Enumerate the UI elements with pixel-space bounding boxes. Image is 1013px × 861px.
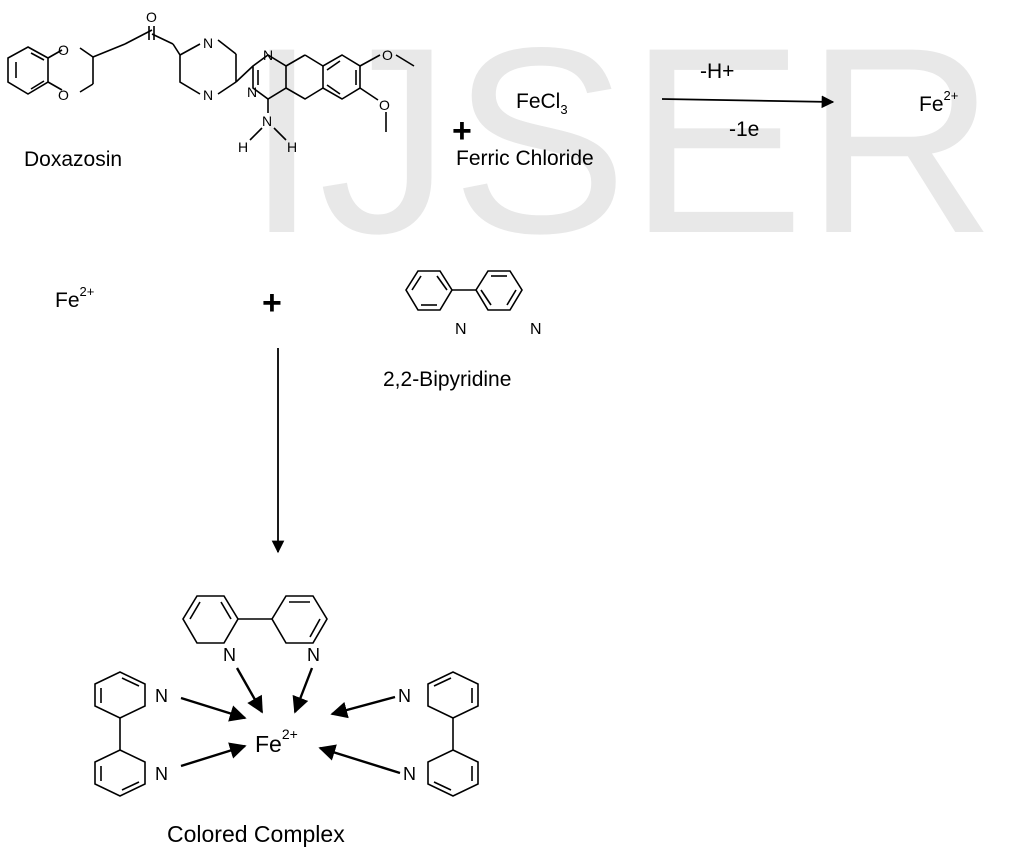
fe-charge: 2+ [80, 284, 95, 299]
doxazosin-label: Doxazosin [24, 148, 122, 171]
complex-bipy-right [427, 671, 479, 797]
complex-atom-n: N [223, 645, 236, 665]
atom-o: O [382, 47, 393, 63]
fe-symbol: Fe [919, 93, 944, 116]
bipy-atom-n: N [455, 321, 467, 338]
complex-atom-n: N [155, 764, 168, 784]
colored-complex-label: Colored Complex [167, 821, 345, 847]
fe2-ion: Fe2+ [55, 284, 94, 312]
fe-symbol: Fe [55, 289, 80, 312]
atom-n: N [262, 113, 272, 129]
bipyridine-label: 2,2-Bipyridine [383, 368, 511, 391]
reaction-arrow-1 [661, 95, 835, 109]
bipy-atom-n: N [530, 321, 542, 338]
fecl3-formula: FeCl3 [516, 90, 568, 117]
coord-arrow [180, 696, 247, 722]
ferric-chloride-label: Ferric Chloride [456, 147, 594, 170]
coord-arrow [292, 667, 314, 714]
complex-fe2-center: Fe2+ [255, 726, 298, 757]
fecl3-subscript: 3 [560, 102, 567, 117]
atom-n: N [203, 35, 213, 51]
atom-o: O [379, 97, 390, 113]
bipyridine-structure [405, 270, 523, 311]
atom-h: H [287, 139, 297, 155]
atom-n: N [263, 47, 273, 63]
atom-o: O [58, 87, 69, 103]
coordination-arrows [180, 667, 401, 775]
atom-o: O [146, 9, 157, 25]
complex-bipy-left [94, 671, 146, 797]
fecl3-main: FeCl [516, 90, 560, 113]
atom-n: N [247, 84, 257, 100]
complex-atom-n: N [403, 764, 416, 784]
fe-charge: 2+ [282, 726, 298, 742]
arrow-label-top: -H+ [700, 60, 734, 83]
complex-bipy-top [182, 595, 328, 644]
coord-arrow [330, 695, 396, 719]
watermark-text: IJSER [245, 0, 996, 289]
plus-sign-1: + [452, 112, 472, 150]
doxazosin-structure [7, 26, 415, 141]
fe2-product: Fe2+ [919, 88, 958, 116]
coord-arrow [235, 667, 264, 714]
doxazosin-atoms: O O O N N N N O O N H H [58, 9, 393, 155]
complex-atom-n: N [307, 645, 320, 665]
plus-sign-2: + [262, 284, 282, 322]
atom-o: O [58, 42, 69, 58]
fe-symbol: Fe [255, 731, 282, 757]
arrow-label-bottom: -1e [729, 118, 759, 141]
atom-h: H [238, 139, 248, 155]
fe-charge: 2+ [944, 88, 959, 103]
coord-arrow [318, 744, 401, 775]
atom-n: N [203, 87, 213, 103]
complex-atom-n: N [155, 686, 168, 706]
complex-atom-n: N [398, 686, 411, 706]
coord-arrow [180, 742, 247, 768]
